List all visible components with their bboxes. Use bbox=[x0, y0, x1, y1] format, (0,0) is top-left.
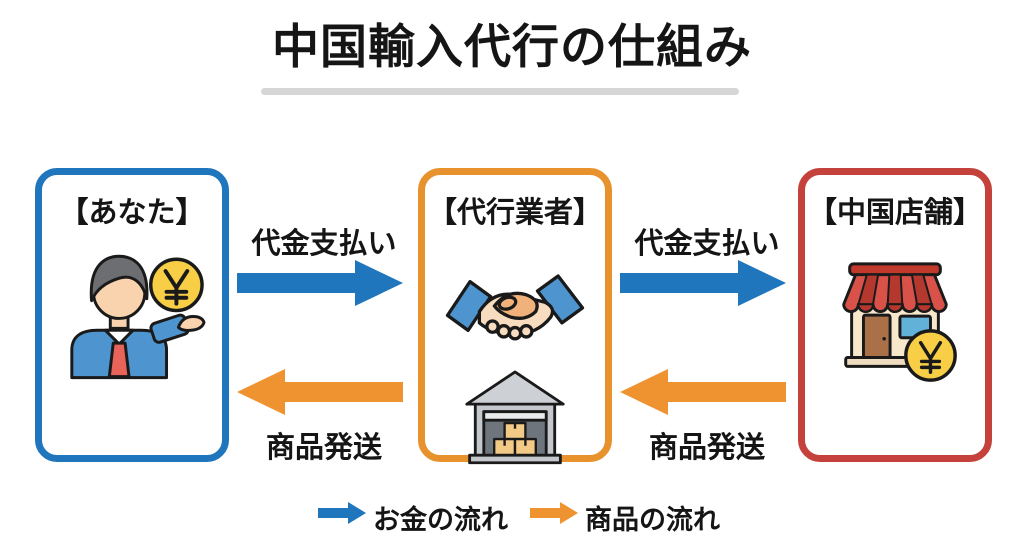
warehouse-icon bbox=[465, 370, 565, 465]
entity-box-agency: 【代行業者】 bbox=[418, 168, 612, 465]
money-arrow-agency-to-store bbox=[620, 260, 786, 306]
entity-box-china-store: 【中国店舗】 bbox=[798, 168, 992, 462]
legend-goods-arrow-icon bbox=[530, 502, 578, 524]
goods-arrow-store-to-agency bbox=[620, 369, 786, 415]
shipping-label-store-to-agency: 商品発送 bbox=[648, 432, 765, 464]
legend-money-arrow-icon bbox=[318, 502, 366, 524]
payment-label-agency-to-store: 代金支払い bbox=[634, 228, 780, 260]
entity-label-agency: 【代行業者】 bbox=[427, 197, 602, 229]
shipping-label-agency-to-you: 商品発送 bbox=[265, 432, 382, 464]
title-underline bbox=[261, 88, 739, 95]
person-with-yen-coin-icon bbox=[70, 254, 206, 380]
page-title: 中国輸入代行の仕組み bbox=[272, 20, 752, 73]
money-arrow-you-to-agency bbox=[237, 260, 403, 306]
legend-goods-label: 商品の流れ bbox=[585, 505, 720, 535]
entity-label-china-store: 【中国店舗】 bbox=[807, 197, 982, 229]
handshake-icon bbox=[445, 274, 585, 341]
storefront-with-yen-coin-icon bbox=[842, 262, 957, 382]
payment-label-you-to-agency: 代金支払い bbox=[251, 228, 397, 260]
entity-box-you: 【あなた】 bbox=[35, 168, 229, 462]
legend-money-label: お金の流れ bbox=[373, 505, 508, 535]
goods-arrow-agency-to-you bbox=[237, 369, 403, 415]
entity-label-you: 【あなた】 bbox=[59, 197, 205, 229]
